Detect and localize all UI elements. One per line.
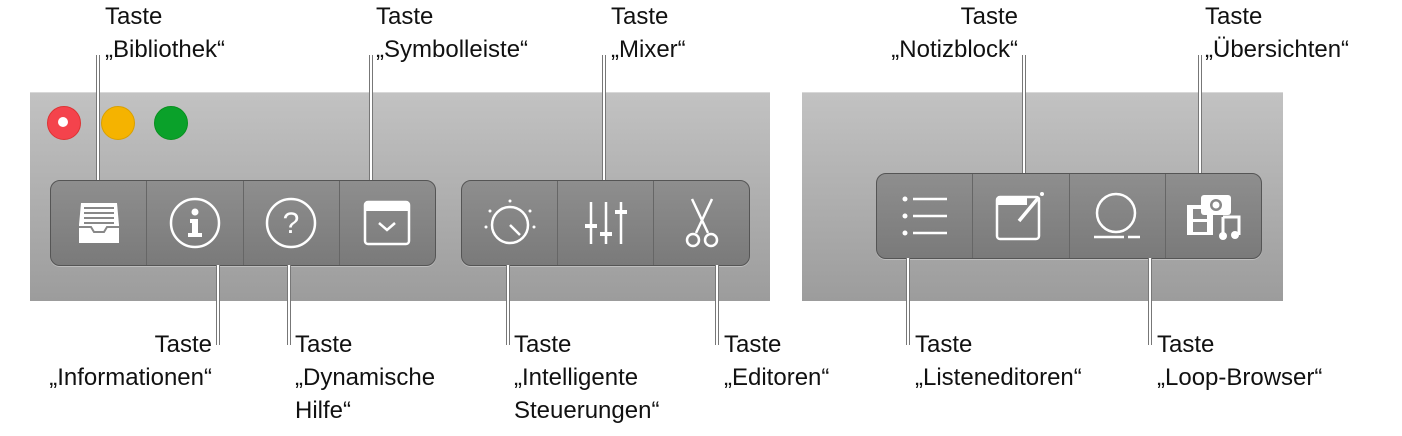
help-icon: ? (265, 197, 317, 249)
list-editors-icon (902, 196, 947, 236)
callout-line-dynamische-hilfe (287, 265, 291, 345)
mixer-icon (584, 202, 627, 244)
mixer-button[interactable] (558, 181, 654, 265)
label-line: Hilfe“ (295, 397, 352, 424)
callout-line-bibliothek (96, 55, 100, 180)
browsers-icon (1187, 195, 1241, 240)
close-button[interactable] (47, 106, 81, 140)
label-line: Taste (724, 331, 782, 358)
label-mixer: Taste „Mixer“ (611, 0, 686, 66)
toolbar-button[interactable] (340, 181, 435, 265)
label-line: „Dynamische (295, 364, 436, 391)
editors-icon (685, 198, 718, 248)
browser-buttons-group (876, 173, 1262, 259)
label-line: „Listeneditoren“ (915, 364, 1082, 391)
label-listeneditoren: Taste „Listeneditoren“ (915, 328, 1082, 394)
callout-line-loop-browser (1148, 258, 1152, 345)
label-line: Taste (915, 331, 973, 358)
svg-text:?: ? (283, 207, 300, 240)
callout-line-uebersichten (1198, 55, 1202, 173)
callout-line-informationen (216, 265, 220, 345)
label-symbolleiste: Taste „Symbolleiste“ (376, 0, 528, 66)
label-uebersichten: Taste „Übersichten“ (1205, 0, 1349, 66)
callout-line-editoren (715, 265, 719, 345)
toolbar-icon (364, 200, 411, 246)
smart-controls-icon (484, 199, 535, 245)
callout-line-listeneditoren (906, 258, 910, 345)
label-line: Taste (376, 3, 434, 30)
help-button[interactable]: ? (244, 181, 340, 265)
notepad-icon (995, 192, 1044, 241)
smart-controls-button[interactable] (462, 181, 558, 265)
label-line: Taste (154, 331, 212, 358)
callout-line-mixer (602, 55, 606, 180)
info-icon (169, 197, 221, 249)
label-line: Taste (1157, 331, 1215, 358)
minimize-button[interactable] (101, 106, 135, 140)
label-line: Taste (960, 3, 1018, 30)
callout-line-intelligente-steuerungen (506, 265, 510, 345)
zoom-button[interactable] (154, 106, 188, 140)
view-buttons-group: ? (50, 180, 436, 266)
label-notizblock: Taste „Notizblock“ (891, 0, 1018, 66)
label-line: Taste (105, 3, 163, 30)
label-line: Taste (514, 331, 572, 358)
label-bibliothek: Taste „Bibliothek“ (105, 0, 225, 66)
label-line: „Notizblock“ (891, 36, 1018, 63)
label-line: Steuerungen“ (514, 397, 660, 424)
label-editoren: Taste „Editoren“ (724, 328, 829, 394)
loop-browser-button[interactable] (1070, 174, 1166, 258)
label-line: „Intelligente (514, 364, 639, 391)
browsers-button[interactable] (1166, 174, 1261, 258)
label-line: „Symbolleiste“ (376, 36, 529, 63)
label-line: „Loop-Browser“ (1157, 364, 1323, 391)
label-line: „Bibliothek“ (105, 36, 226, 63)
label-line: „Informationen“ (49, 364, 212, 391)
label-loop-browser: Taste „Loop-Browser“ (1157, 328, 1322, 394)
callout-line-notizblock (1022, 55, 1026, 173)
label-line: „Übersichten“ (1205, 36, 1350, 63)
callout-line-symbolleiste (369, 55, 373, 180)
label-line: „Editoren“ (724, 364, 830, 391)
label-informationen: Taste „Informationen“ (49, 328, 212, 394)
loop-browser-icon (1094, 192, 1141, 239)
label-line: Taste (295, 331, 353, 358)
notepad-button[interactable] (973, 174, 1070, 258)
library-icon (78, 203, 119, 243)
library-button[interactable] (51, 181, 148, 265)
editors-button[interactable] (654, 181, 749, 265)
list-editors-button[interactable] (877, 174, 974, 258)
info-button[interactable] (147, 181, 244, 265)
label-line: „Mixer“ (611, 36, 686, 63)
label-line: Taste (611, 3, 669, 30)
label-line: Taste (1205, 3, 1263, 30)
edit-buttons-group (461, 180, 750, 266)
